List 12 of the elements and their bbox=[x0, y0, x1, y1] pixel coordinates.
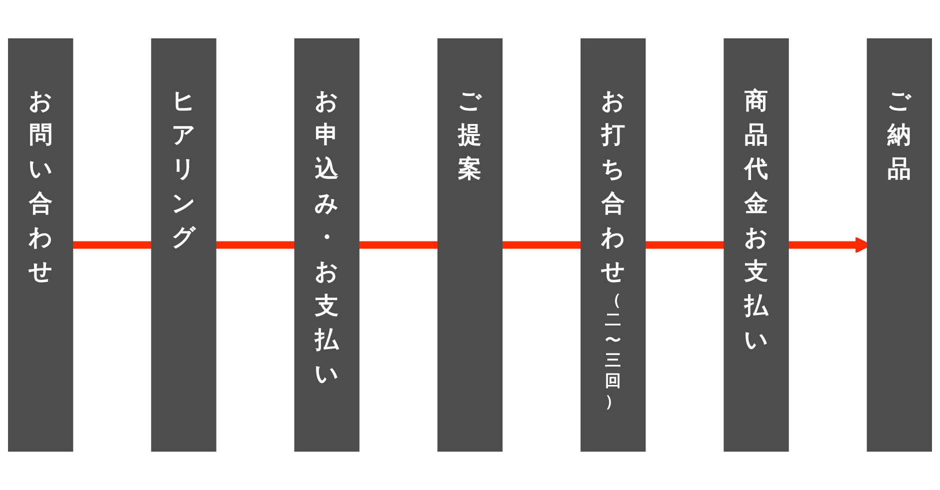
node-box: 商品代金お支払い bbox=[724, 38, 789, 452]
connector bbox=[216, 241, 295, 249]
node-box: お打ち合わせ （二〜三回） bbox=[580, 38, 646, 452]
node-box: ご提案 bbox=[437, 38, 503, 452]
connector bbox=[72, 241, 152, 249]
node-box: お申込み・お支払い bbox=[294, 38, 360, 452]
node-box: ご納品 bbox=[866, 38, 932, 452]
connector bbox=[645, 241, 724, 249]
node-box: ヒアリング bbox=[151, 38, 216, 452]
connector bbox=[358, 241, 438, 249]
node-box: お問い合わせ bbox=[8, 38, 74, 452]
connector bbox=[502, 241, 582, 249]
